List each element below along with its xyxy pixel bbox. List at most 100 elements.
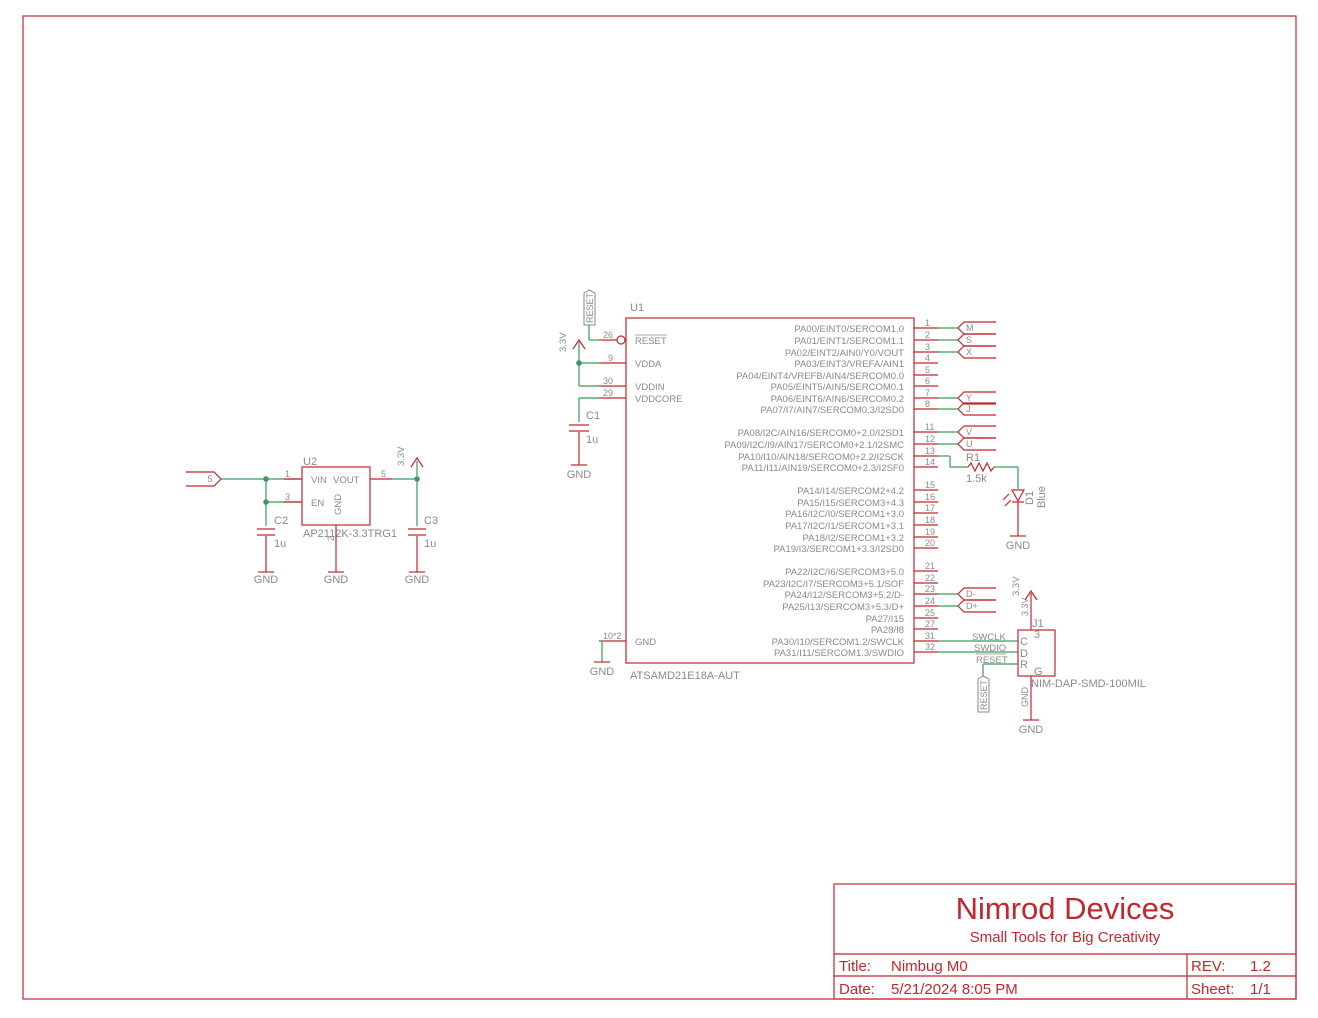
- u1-pin-name: PA03/EINT3/VREFA/AIN1: [794, 359, 904, 370]
- svg-text:C3: C3: [424, 515, 438, 527]
- net-port-icon: [957, 345, 996, 359]
- u1-pin-name: PA22/I2C/I6/SERCOM3+5.0: [785, 567, 904, 578]
- c3-capacitor: C3 1u: [408, 515, 438, 572]
- net-port-label: M: [966, 323, 974, 333]
- title-value: Nimbug M0: [891, 958, 968, 975]
- u1-supply-arrow-icon: [572, 338, 586, 350]
- u1-pin-number: 17: [925, 503, 935, 513]
- j1-net-swdio: SWDIO: [974, 643, 1006, 654]
- svg-text:GND: GND: [590, 666, 615, 678]
- net-port-icon: [957, 333, 996, 347]
- u1-supply-label: 3.3V: [558, 332, 569, 352]
- u1-pin-name: PA01/EINT1/SERCOM1.1: [794, 336, 904, 347]
- u2-num-vout: 5: [381, 469, 386, 479]
- svg-text:RESET: RESET: [979, 679, 989, 710]
- u1-pin-number: 31: [925, 631, 935, 641]
- d1-ground-icon: GND: [1006, 535, 1031, 552]
- net-port-icon: [957, 391, 996, 405]
- j1-pin-c: C: [1020, 636, 1028, 648]
- u1-pin-number: 32: [925, 642, 935, 652]
- u1-left-num-3: 29: [603, 388, 613, 398]
- input-net-label: 5: [207, 474, 212, 484]
- u1-pin-number: 23: [925, 584, 935, 594]
- u1-pin-name: PA27/I15: [866, 614, 904, 625]
- c1-capacitor: C1 1u: [569, 410, 600, 465]
- u1-ground-icon: GND: [590, 661, 615, 678]
- u2-pin-vin: VIN: [311, 475, 327, 486]
- net-port-label: S: [966, 335, 972, 345]
- net-port-label: D+: [966, 601, 978, 611]
- svg-text:1u: 1u: [274, 538, 286, 550]
- net-port-label: U: [966, 439, 973, 449]
- u1-pin-name: PA02/EINT2/AIN0/Y0/VOUT: [785, 348, 904, 359]
- c3-ground-icon: GND: [405, 571, 430, 586]
- u1-pin-number: 14: [925, 457, 935, 467]
- u1-pin-name: PA08/I2C/AIN16/SERCOM0+2.0/I2SD1: [738, 428, 904, 439]
- u1-pin-number: 22: [925, 573, 935, 583]
- svg-text:R1: R1: [966, 452, 980, 464]
- u1-pin-number: 7: [925, 388, 930, 398]
- net-port-label: J: [966, 404, 971, 414]
- u1-pin-name: PA31/I11/SERCOM1.3/SWDIO: [774, 648, 904, 659]
- u1-left-name-3: VDDCORE: [635, 394, 683, 405]
- svg-text:C1: C1: [586, 410, 600, 422]
- net-port-icon: [957, 321, 996, 335]
- u1-pin-name: PA17/I2C/I1/SERCOM1+3.1: [785, 521, 904, 532]
- u1-left-name-4: GND: [635, 637, 656, 648]
- j1-net-reset: RESET: [976, 655, 1008, 666]
- u1-pin-name: PA06/EINT6/AIN6/SERCOM0.2: [771, 394, 904, 405]
- u1-pin-name: PA04/EINT4/VREFB/AIN4/SERCOM0.0: [736, 371, 904, 382]
- u1-pin-name: PA10/I10/AIN18/SERCOM0+2.2/I2SCK: [738, 452, 905, 463]
- d1-led: D1 Blue: [1002, 486, 1048, 536]
- u2-num-en: 3: [285, 492, 290, 502]
- svg-text:RESET: RESET: [585, 292, 595, 323]
- r1-resistor: R1 1.5k: [966, 452, 995, 485]
- j1-ref: J1: [1032, 618, 1044, 630]
- u1-left-num-1: 9: [608, 353, 613, 363]
- u2-ground-icon: GND: [324, 571, 348, 586]
- svg-text:D1: D1: [1024, 491, 1036, 505]
- u1-pin-name: PA15/I15/SERCOM3+4.3: [797, 498, 904, 509]
- sheet-frame: [22, 15, 1297, 1000]
- reset-tag-top: RESET: [583, 289, 596, 326]
- rev-label: REV:: [1191, 958, 1225, 975]
- date-value: 5/21/2024 8:05 PM: [891, 981, 1018, 998]
- c1-ground-icon: GND: [567, 464, 591, 481]
- input-port-icon: [186, 471, 222, 487]
- svg-text:1u: 1u: [586, 434, 598, 446]
- u1-pin-name: PA05/EINT5/AIN5/SERCOM0.1: [771, 382, 904, 393]
- u1-pin-name: PA30/I10/SERCOM1.2/SWCLK: [772, 637, 905, 648]
- reset-tag-bottom: RESET: [977, 675, 990, 713]
- j1-net-swclk: SWCLK: [972, 632, 1006, 643]
- u1-pin-number: 12: [925, 434, 935, 444]
- svg-text:GND: GND: [1006, 540, 1031, 552]
- j1-pin-r: R: [1020, 659, 1028, 671]
- c2-ground-icon: GND: [254, 571, 278, 586]
- j1-pin3: 3: [1034, 629, 1040, 641]
- supply-arrow-icon: [410, 456, 424, 468]
- u1-pin-number: 20: [925, 538, 935, 548]
- u1-left-name-1: VDDA: [635, 359, 662, 370]
- u2-pin-vout: VOUT: [333, 475, 360, 486]
- j1-ground-icon: GND: [1019, 719, 1043, 736]
- net-port-label: X: [966, 347, 972, 357]
- svg-text:GND: GND: [405, 574, 430, 586]
- svg-text:Blue: Blue: [1036, 486, 1048, 508]
- u1-pin-number: 3: [925, 342, 930, 352]
- u1-pin-name: PA14/I14/SERCOM2+4.2: [797, 486, 904, 497]
- u1-pin-name: PA18/I2/SERCOM1+3.2: [803, 533, 904, 544]
- u1-pin-number: 21: [925, 561, 935, 571]
- j1-part: NIM-DAP-SMD-100MIL: [1031, 678, 1146, 690]
- u1-pin-name: PA16/I2C/I0/SERCOM1+3.0: [785, 509, 904, 520]
- u1-pin-name: PA07/I7/AIN7/SERCOM0.3/I2SD0: [761, 405, 904, 416]
- net-port-icon: [957, 425, 996, 439]
- company-name: Nimrod Devices: [956, 891, 1175, 926]
- svg-text:1u: 1u: [424, 538, 436, 550]
- u1-pin-name: PA19/I3/SERCOM1+3.3/I2SD0: [773, 544, 904, 555]
- rev-value: 1.2: [1250, 958, 1271, 975]
- u1-pin-name: PA23/I2C/I7/SERCOM3+5.1/SOF: [763, 579, 904, 590]
- j1-gnd-label: GND: [1020, 687, 1030, 708]
- company-tagline: Small Tools for Big Creativity: [970, 929, 1161, 946]
- u1-pin-number: 18: [925, 515, 935, 525]
- u1-pin-number: 24: [925, 596, 935, 606]
